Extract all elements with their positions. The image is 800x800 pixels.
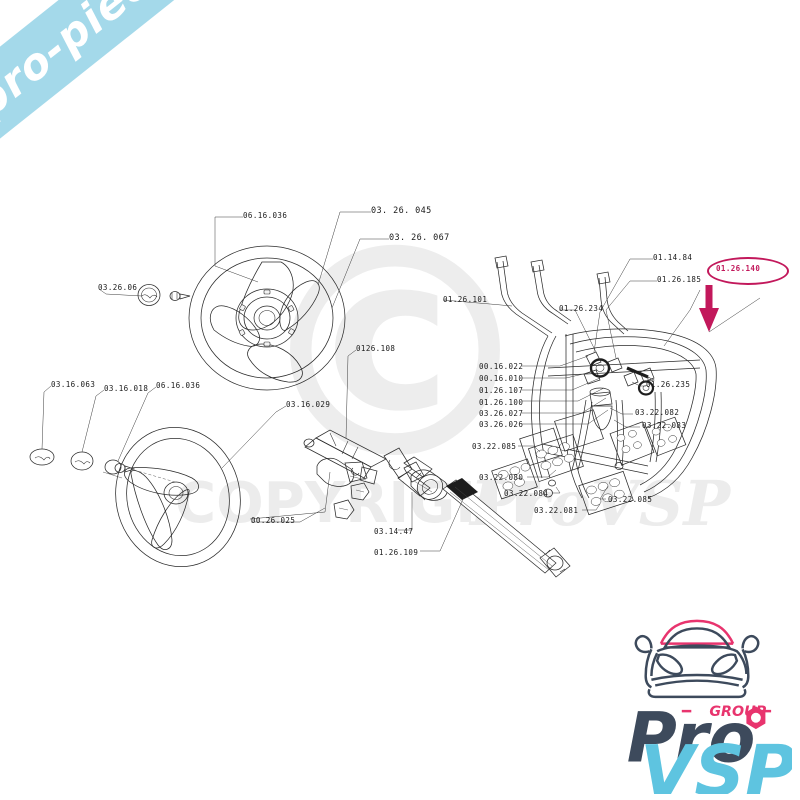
highlight-arrow	[699, 285, 761, 333]
part-label-l11: 03.16.063	[51, 380, 96, 389]
part-label-l17: 01.26.107	[479, 386, 524, 395]
pedal-pads	[491, 409, 687, 516]
pedal-box-frame	[494, 255, 717, 499]
steering-wheel-upper	[188, 245, 346, 391]
horn-cap-upper	[137, 284, 191, 306]
steering-column-assembly	[303, 429, 571, 578]
part-label-l01: 03.26.06	[98, 283, 138, 292]
part-label-l19: 03.26.027	[479, 409, 524, 418]
part-label-l20: 03.26.026	[479, 420, 524, 429]
provsp-logo[interactable]: GROUP Pro VSP	[602, 594, 792, 794]
part-label-l26: 03.22.084	[504, 489, 549, 498]
part-label-l23: 03.22.083	[642, 421, 687, 430]
part-label-l31: 01.26.109	[374, 548, 419, 557]
logo-vsp-text: VSP	[640, 731, 792, 794]
part-label-l02: 06.16.036	[243, 211, 288, 220]
part-label-l14: 03.16.029	[286, 400, 331, 409]
part-label-l05: 01.26.101	[443, 295, 488, 304]
part-label-l13: 06.16.036	[156, 381, 201, 390]
part-label-l18: 01.26.100	[479, 398, 524, 407]
part-label-l29: 00.26.025	[251, 516, 296, 525]
leader-lines	[41, 211, 701, 552]
part-label-l15: 00.16.022	[479, 362, 524, 371]
part-label-l27: 03.22.081	[534, 506, 579, 515]
part-label-l10: 0126.108	[356, 344, 396, 353]
svg-text:©: ©	[250, 187, 540, 524]
part-label-l09: 01.26.140	[716, 264, 761, 273]
part-label-l07: 01.14.84	[653, 253, 693, 262]
part-label-l25: 03.22.080	[479, 473, 524, 482]
part-label-l30: 03.14.47	[374, 527, 414, 536]
horn-cap-lower-parts	[29, 448, 176, 483]
logo-pro-text: Pro	[627, 699, 756, 778]
part-label-l04: 03. 26. 067	[389, 233, 450, 243]
part-label-l06: 01.26.234	[559, 304, 604, 313]
hex-nut-icon	[746, 706, 766, 730]
part-label-l08: 01.26.185	[657, 275, 702, 284]
part-label-l16: 00.16.010	[479, 374, 524, 383]
part-label-l22: 03.22.082	[635, 408, 680, 417]
part-label-l03: 03. 26. 045	[371, 206, 432, 216]
part-label-l24: 03.22.085	[472, 442, 517, 451]
ignition-lock-and-keys	[249, 457, 378, 520]
part-label-l28: 03.22.085	[608, 495, 653, 504]
column-coupler	[403, 456, 433, 478]
car-front-icon	[634, 619, 760, 699]
pedal-pivot-hardware	[583, 351, 655, 431]
pedal-pad-left	[527, 433, 584, 483]
part-label-l12: 03.16.018	[104, 384, 149, 393]
part-label-l21: 01.26.235	[646, 380, 691, 389]
steering-wheel-lower	[102, 426, 241, 568]
